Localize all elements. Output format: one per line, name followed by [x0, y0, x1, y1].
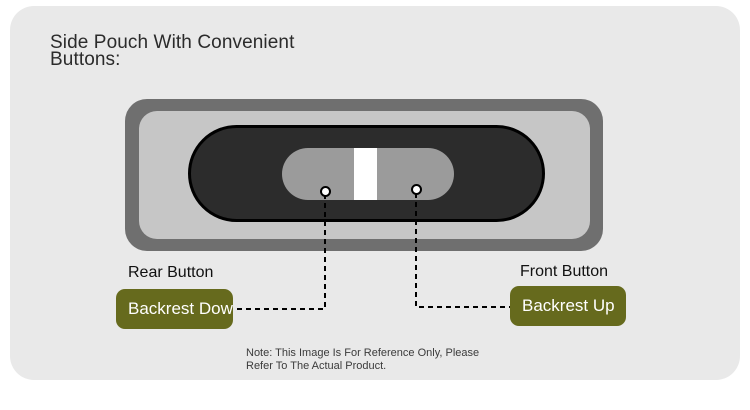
diagram-title: Side Pouch With Convenient Buttons:	[50, 32, 295, 70]
title-line-1: Side Pouch With Convenient	[50, 32, 295, 53]
note-line-1: Note: This Image Is For Reference Only, …	[246, 347, 480, 359]
note-line-2: Refer To The Actual Product.	[246, 360, 387, 372]
rear-button-marker	[320, 186, 331, 197]
front-button-label: Front Button	[520, 263, 609, 280]
reference-note: Note: This Image Is For Reference Only, …	[246, 347, 479, 373]
backrest-down-tag: Backrest Dow	[116, 289, 233, 329]
switch-divider	[354, 148, 377, 200]
title-line-2: Buttons:	[50, 49, 121, 70]
front-button-marker	[411, 184, 422, 195]
backrest-up-tag: Backrest Up	[510, 286, 626, 326]
rear-button-label: Rear Button	[128, 264, 214, 281]
